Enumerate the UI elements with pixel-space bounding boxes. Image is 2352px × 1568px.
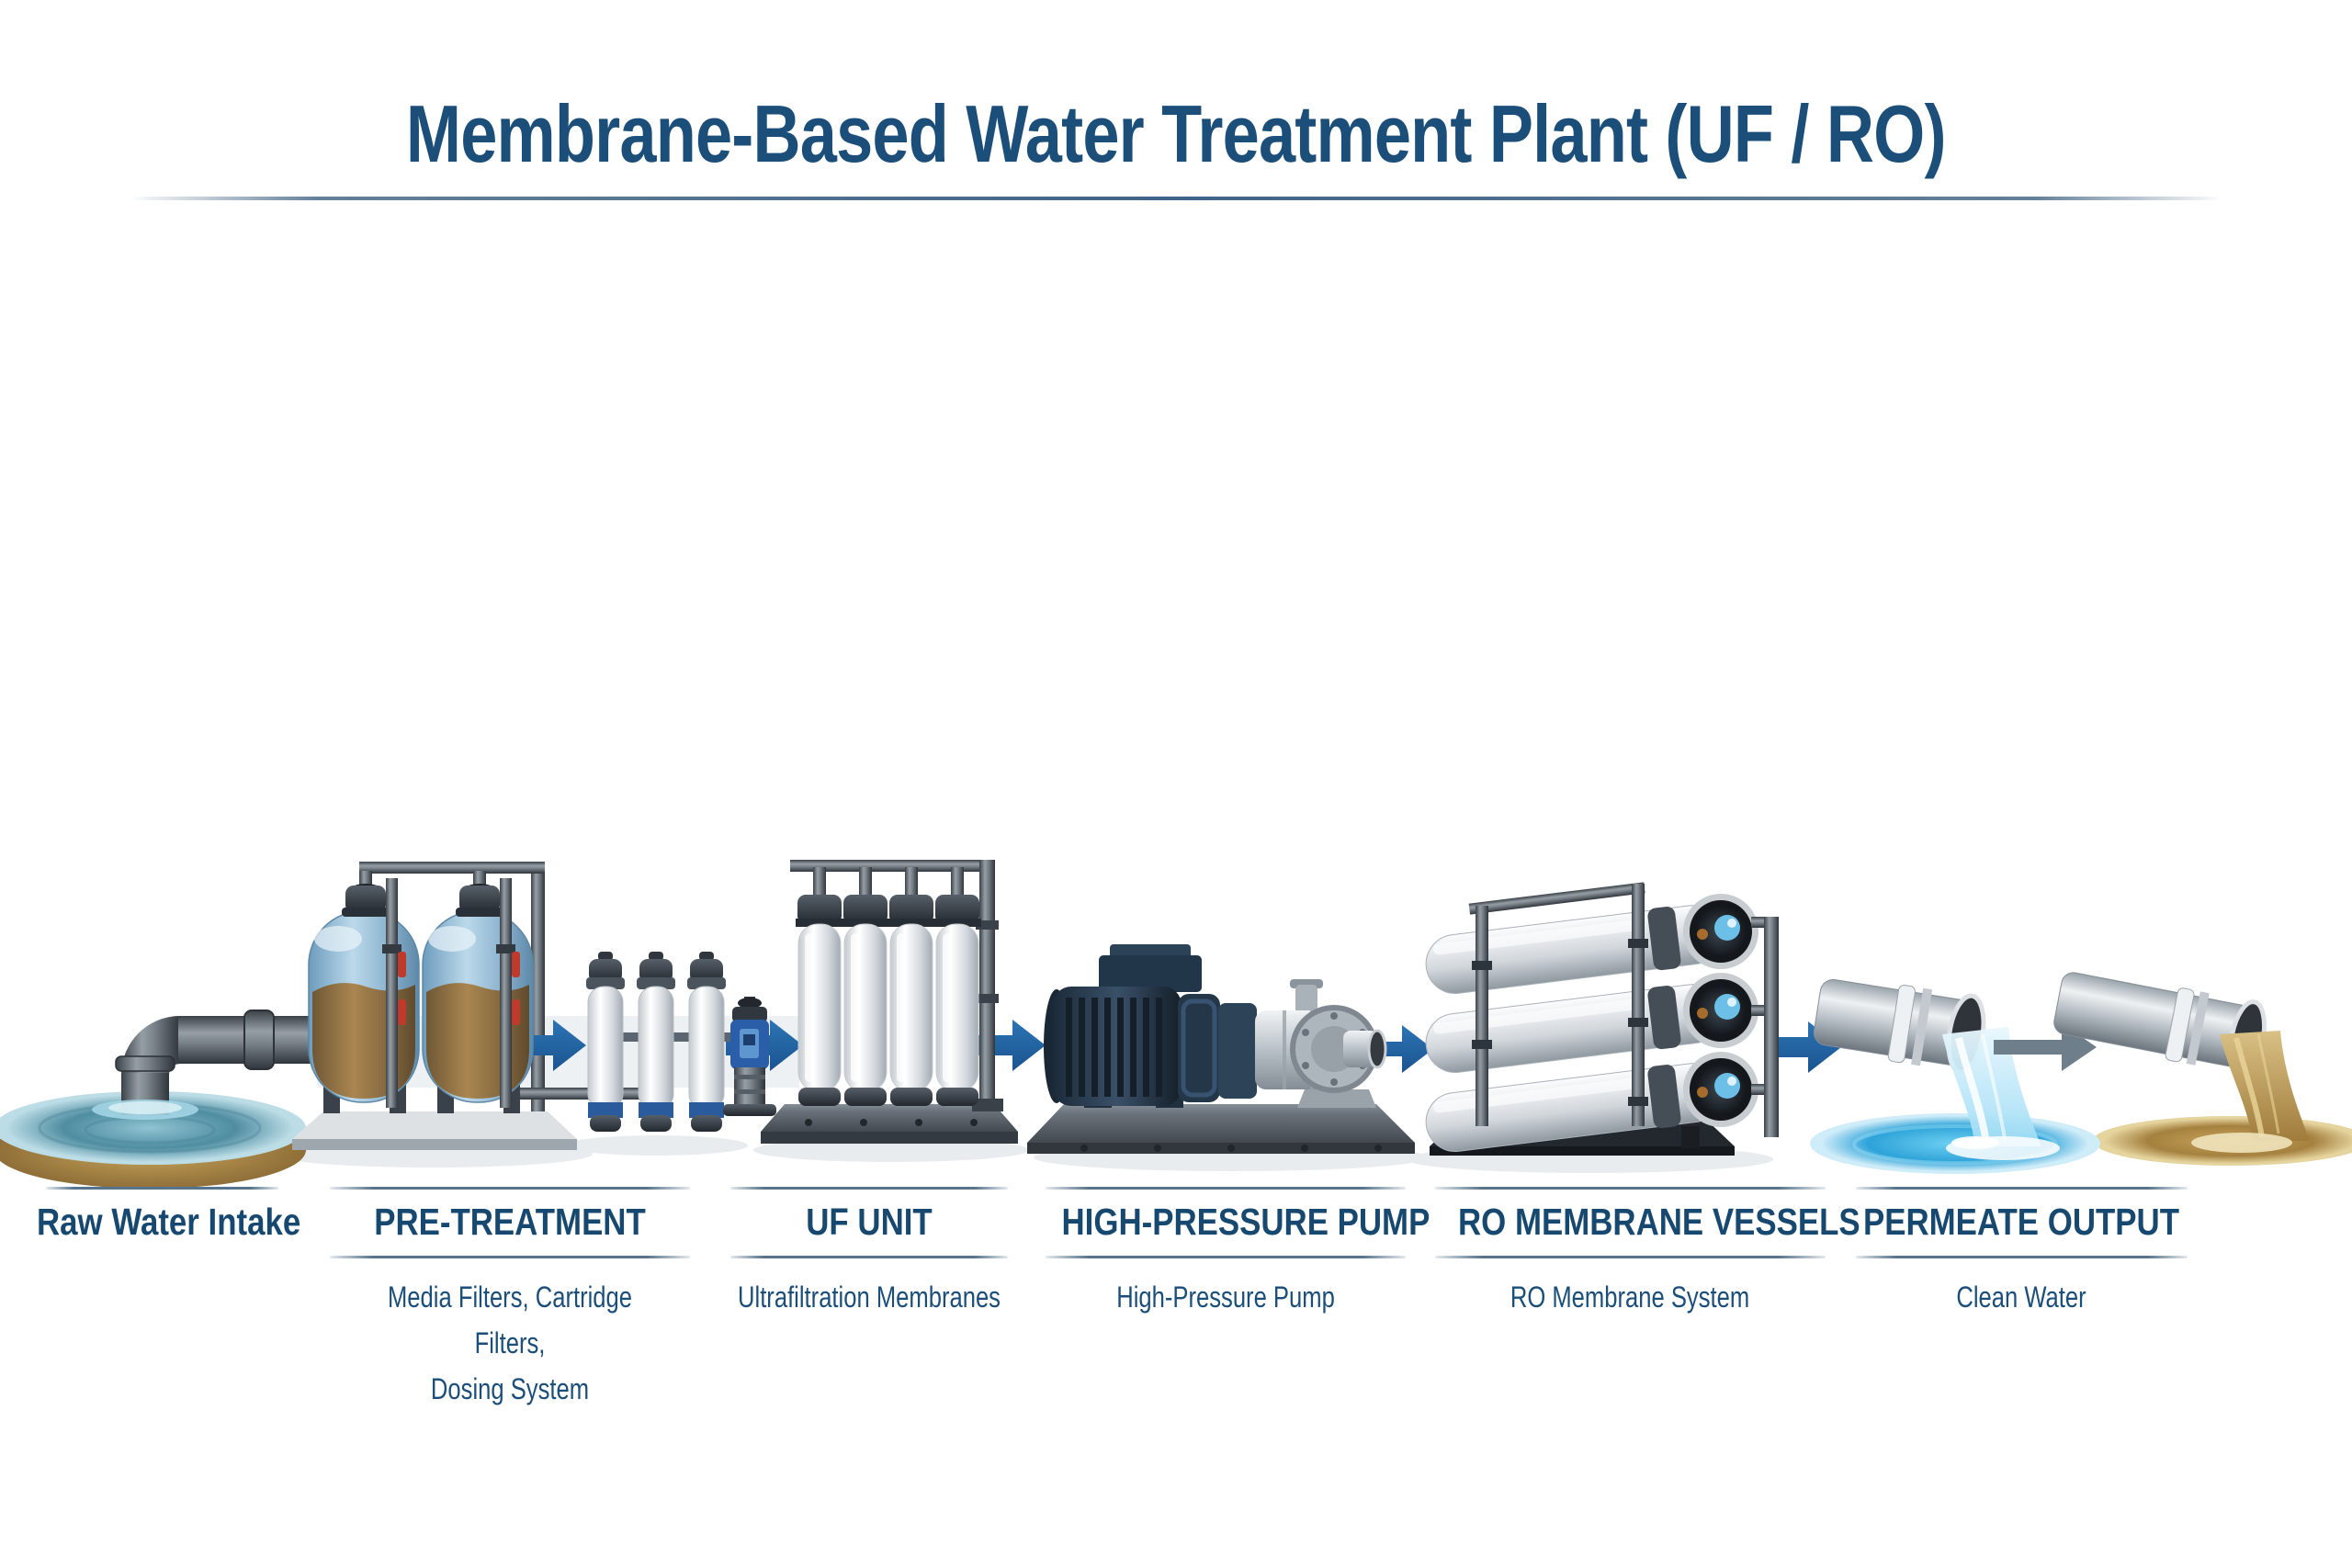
ro-permeate-header-pipe <box>1764 917 1779 1137</box>
stage-rule-bottom <box>330 1256 690 1258</box>
ro-membrane-rack-icon <box>1425 882 1779 1156</box>
cartridge-filter-2 <box>637 952 675 1132</box>
high-pressure-pump-icon <box>1027 944 1415 1154</box>
stage-rule-top <box>45 1187 278 1190</box>
stage-title: UF UNIT <box>806 1201 933 1243</box>
stage-rule-bottom <box>1855 1256 2188 1258</box>
cartridge-filters-icon <box>586 952 753 1132</box>
stage-rule-top <box>330 1187 690 1190</box>
stage-title: Raw Water Intake <box>37 1201 301 1243</box>
media-filter-tanks-icon <box>292 862 577 1150</box>
stage-subtitle: Ultrafiltration Membranes <box>738 1280 1001 1314</box>
flow-arrows <box>509 1020 1841 1073</box>
stage-rule-top <box>1046 1187 1406 1190</box>
stage-column-permeate-output: PERMEATE OUTPUT Clean Water <box>1828 1187 2214 1320</box>
dosing-pump-icon <box>723 997 776 1116</box>
stage-column-high-pressure-pump: HIGH-PRESSURE PUMP High-Pressure Pump <box>1033 1187 1430 1320</box>
stage-rule-bottom <box>1434 1256 1826 1258</box>
uf-membrane-modules <box>796 895 981 1106</box>
permeate-output-illustration <box>1810 972 2352 1174</box>
stage-title: PERMEATE OUTPUT <box>1862 1201 2179 1243</box>
stage-subtitle: High-Pressure Pump <box>1116 1280 1335 1314</box>
stage-column-pre-treatment: PRE-TREATMENT Media Filters, Cartridge F… <box>326 1187 694 1412</box>
ro-vessel-3 <box>1425 1052 1758 1152</box>
stage-rule-bottom <box>1046 1256 1406 1258</box>
tank-level-indicator <box>512 999 520 1025</box>
stage-subtitle: Clean Water <box>1956 1280 2086 1314</box>
stage-title: RO MEMBRANE VESSELS <box>1458 1201 1860 1243</box>
clean-water-stream <box>1942 1027 2060 1160</box>
uf-unit-icon <box>761 860 1018 1144</box>
stage-rule-top <box>1434 1187 1826 1190</box>
stage-title: PRE-TREATMENT <box>374 1201 646 1243</box>
stage-column-ro-membrane-vessels: RO MEMBRANE VESSELS RO Membrane System <box>1428 1187 1860 1320</box>
title-underline <box>129 197 2223 200</box>
media-tank-1 <box>308 884 420 1103</box>
stage-subtitle: Media Filters, Cartridge Filters, Dosing… <box>387 1280 633 1405</box>
tank-level-indicator <box>398 999 406 1025</box>
page-title-text: Membrane-Based Water Treatment Plant (UF… <box>406 88 1947 179</box>
concentrate-stream <box>2191 1031 2310 1153</box>
motor-junction-box <box>1099 955 1202 992</box>
stage-rule-top <box>1855 1187 2188 1190</box>
stage-title: HIGH-PRESSURE PUMP <box>1061 1201 1430 1243</box>
stage-rule-bottom <box>730 1256 1008 1258</box>
cartridge-filter-3 <box>687 952 726 1132</box>
cartridge-filter-1 <box>586 952 625 1132</box>
motor-cooling-fins <box>1066 998 1162 1097</box>
stage-subtitle: RO Membrane System <box>1510 1280 1750 1314</box>
tank-level-indicator <box>398 952 406 977</box>
raw-water-pool <box>0 1091 306 1165</box>
page-title: Membrane-Based Water Treatment Plant (UF… <box>0 88 2352 180</box>
media-tank-2 <box>422 884 534 1103</box>
raw-water-intake-illustration <box>0 1010 318 1189</box>
stage-column-raw-water-intake: Raw Water Intake <box>15 1187 309 1256</box>
flow-arrow-4 <box>1376 1025 1433 1073</box>
intake-pipe-icon <box>92 1010 318 1120</box>
stage-column-uf-unit: UF UNIT Ultrafiltration Membranes <box>704 1187 1035 1320</box>
tank-level-indicator <box>512 952 520 977</box>
stage-rule-top <box>730 1187 1008 1190</box>
